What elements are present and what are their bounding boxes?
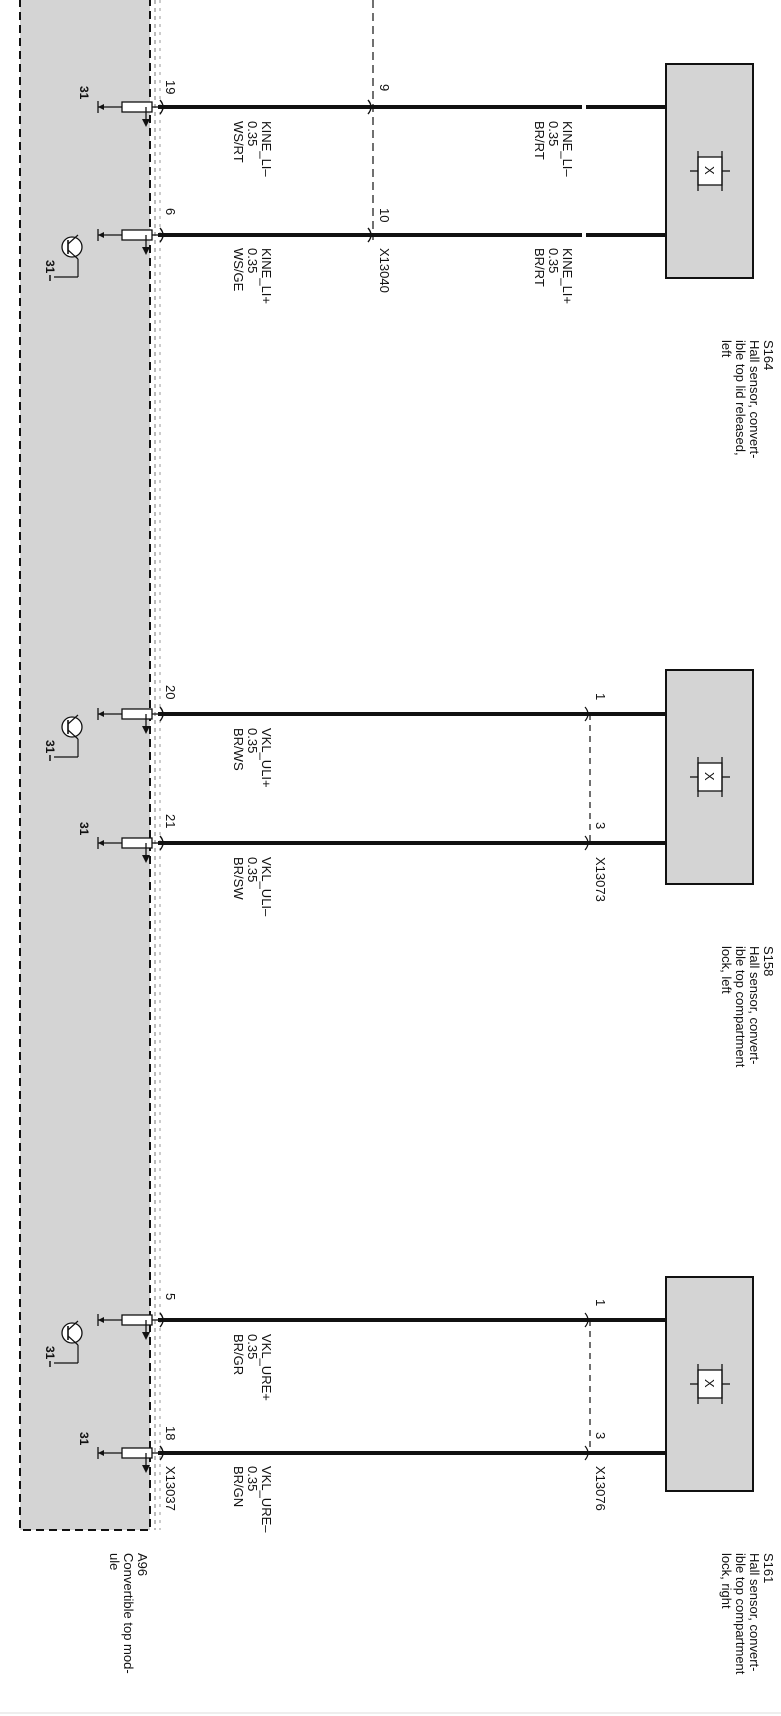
wire-name: VKL_ULI–: [259, 857, 274, 917]
wire-name: VKL_ULI+: [259, 728, 274, 788]
ground-label: 31: [43, 740, 57, 754]
sensor-desc-line: Hall sensor, convert-: [747, 1553, 762, 1672]
wire-name: KINE_LI–: [259, 121, 274, 177]
module-a96: [19, 0, 161, 1531]
sensor-s161-desc: S161 Hall sensor, convert- ible top comp…: [719, 1553, 776, 1675]
sensor-id: S158: [761, 946, 776, 976]
hall-sensor-symbol: X: [702, 772, 717, 781]
wire-label-vkl-ure-plus: VKL_URE+ 0.35 BR/GR: [231, 1334, 274, 1401]
pin-number: 5: [163, 1293, 178, 1300]
wire-break-marks: [582, 102, 586, 240]
pin-number: 1: [593, 693, 608, 700]
module-desc-line: ule: [107, 1553, 122, 1570]
ground-label: 31: [77, 822, 91, 836]
pin-number: 21: [163, 814, 178, 828]
wire-gauge: 0.35: [245, 728, 260, 753]
sensor-desc-line: Hall sensor, convert-: [747, 340, 762, 459]
wire-color: BR/GN: [231, 1466, 246, 1507]
module-desc-line: Convertible top mod-: [121, 1553, 136, 1674]
module-id: A96: [135, 1553, 150, 1576]
wire-gauge: 0.35: [546, 121, 561, 146]
pin-number: 20: [163, 685, 178, 699]
wire-gauge: 0.35: [245, 248, 260, 273]
sensor-s164: X: [665, 63, 754, 279]
sensor-desc-line: ible top compartment: [733, 1553, 748, 1675]
wire-name: KINE_LI+: [259, 248, 274, 304]
wire-color: BR/GR: [231, 1334, 246, 1375]
wire-label-kine-li-minus-mod: KINE_LI– 0.35 WS/RT: [231, 121, 274, 177]
connector-x13040-crossings: [367, 99, 372, 243]
pin-numbers: 19 6 20 21 5 18 9 10 1 3 1 3: [163, 80, 608, 1440]
ground-label: 31: [77, 1432, 91, 1446]
wire-name: VKL_URE+: [259, 1334, 274, 1401]
wire-label-kine-li-minus-sensor: KINE_LI– 0.35 BR/RT: [532, 121, 575, 177]
pin-number: 1: [593, 1299, 608, 1306]
pin-number: 10: [377, 208, 392, 222]
sensor-desc-line: Hall sensor, convert-: [747, 946, 762, 1065]
pin-number: 6: [163, 208, 178, 215]
connector-labels: X13040 X13073 X13076 X13037: [163, 248, 608, 1511]
wire-color: WS/RT: [231, 121, 246, 163]
wire-gauge: 0.35: [245, 1466, 260, 1491]
sensor-s158: X: [665, 669, 754, 885]
sensor-id: S161: [761, 1553, 776, 1583]
sensor-desc-line: left: [719, 340, 734, 358]
wire-gauge: 0.35: [245, 857, 260, 882]
wire-label-vkl-uli-plus: VKL_ULI+ 0.35 BR/WS: [231, 728, 274, 788]
pin-number: 18: [163, 1426, 178, 1440]
hall-sensor-symbol: X: [702, 1379, 717, 1388]
connector-label-x13040: X13040: [377, 248, 392, 293]
sensor-s164-desc: S164 Hall sensor, convert- ible top lid …: [719, 340, 776, 459]
hall-sensor-symbol: X: [702, 166, 717, 175]
wire-label-vkl-ure-minus: VKL_URE– 0.35 BR/GN: [231, 1466, 274, 1533]
pin-number: 3: [593, 1432, 608, 1439]
module-box: [19, 0, 151, 1531]
wire-gauge: 0.35: [546, 248, 561, 273]
connector-label-x13073: X13073: [593, 857, 608, 902]
sensor-desc-line: lock, left: [719, 946, 734, 994]
sensor-desc-line: ible top compartment: [733, 946, 748, 1068]
connector-label-x13076: X13076: [593, 1466, 608, 1511]
wire-gauge: 0.35: [245, 121, 260, 146]
sensor-connectors: [584, 706, 591, 1461]
pin-number: 9: [377, 84, 392, 91]
pin-number: 19: [163, 80, 178, 94]
wire-name: KINE_LI–: [560, 121, 575, 177]
ground-label: 31: [77, 86, 91, 100]
module-pin-crossings: [159, 99, 164, 1461]
wire-color: BR/RT: [532, 121, 547, 160]
wire-name: KINE_LI+: [560, 248, 575, 304]
connector-label-x13037: X13037: [163, 1466, 178, 1511]
wire-name: VKL_URE–: [259, 1466, 274, 1533]
sensor-s161: X: [665, 1276, 754, 1492]
sensor-desc-line: ible top lid released,: [733, 340, 748, 456]
wire-gauge: 0.35: [245, 1334, 260, 1359]
ground-label: 31: [43, 1346, 57, 1360]
ground-label: 31: [43, 260, 57, 274]
wires: [158, 105, 666, 1455]
sensor-s158-desc: S158 Hall sensor, convert- ible top comp…: [719, 946, 776, 1068]
ground-labels: 31 31 31 31 31 31: [43, 86, 91, 1446]
wire-label-kine-li-plus-mod: KINE_LI+ 0.35 WS/GE: [231, 248, 274, 304]
sensor-desc-line: lock, right: [719, 1553, 734, 1609]
wire-color: BR/RT: [532, 248, 547, 287]
wire-color: BR/SW: [231, 857, 246, 900]
pin-number: 3: [593, 822, 608, 829]
wire-color: WS/GE: [231, 248, 246, 292]
module-a96-desc: A96 Convertible top mod- ule: [107, 1553, 150, 1674]
wire-label-kine-li-plus-sensor: KINE_LI+ 0.35 BR/RT: [532, 248, 575, 304]
wire-label-vkl-uli-minus: VKL_ULI– 0.35 BR/SW: [231, 857, 274, 917]
wire-color: BR/WS: [231, 728, 246, 771]
sensor-id: S164: [761, 340, 776, 370]
